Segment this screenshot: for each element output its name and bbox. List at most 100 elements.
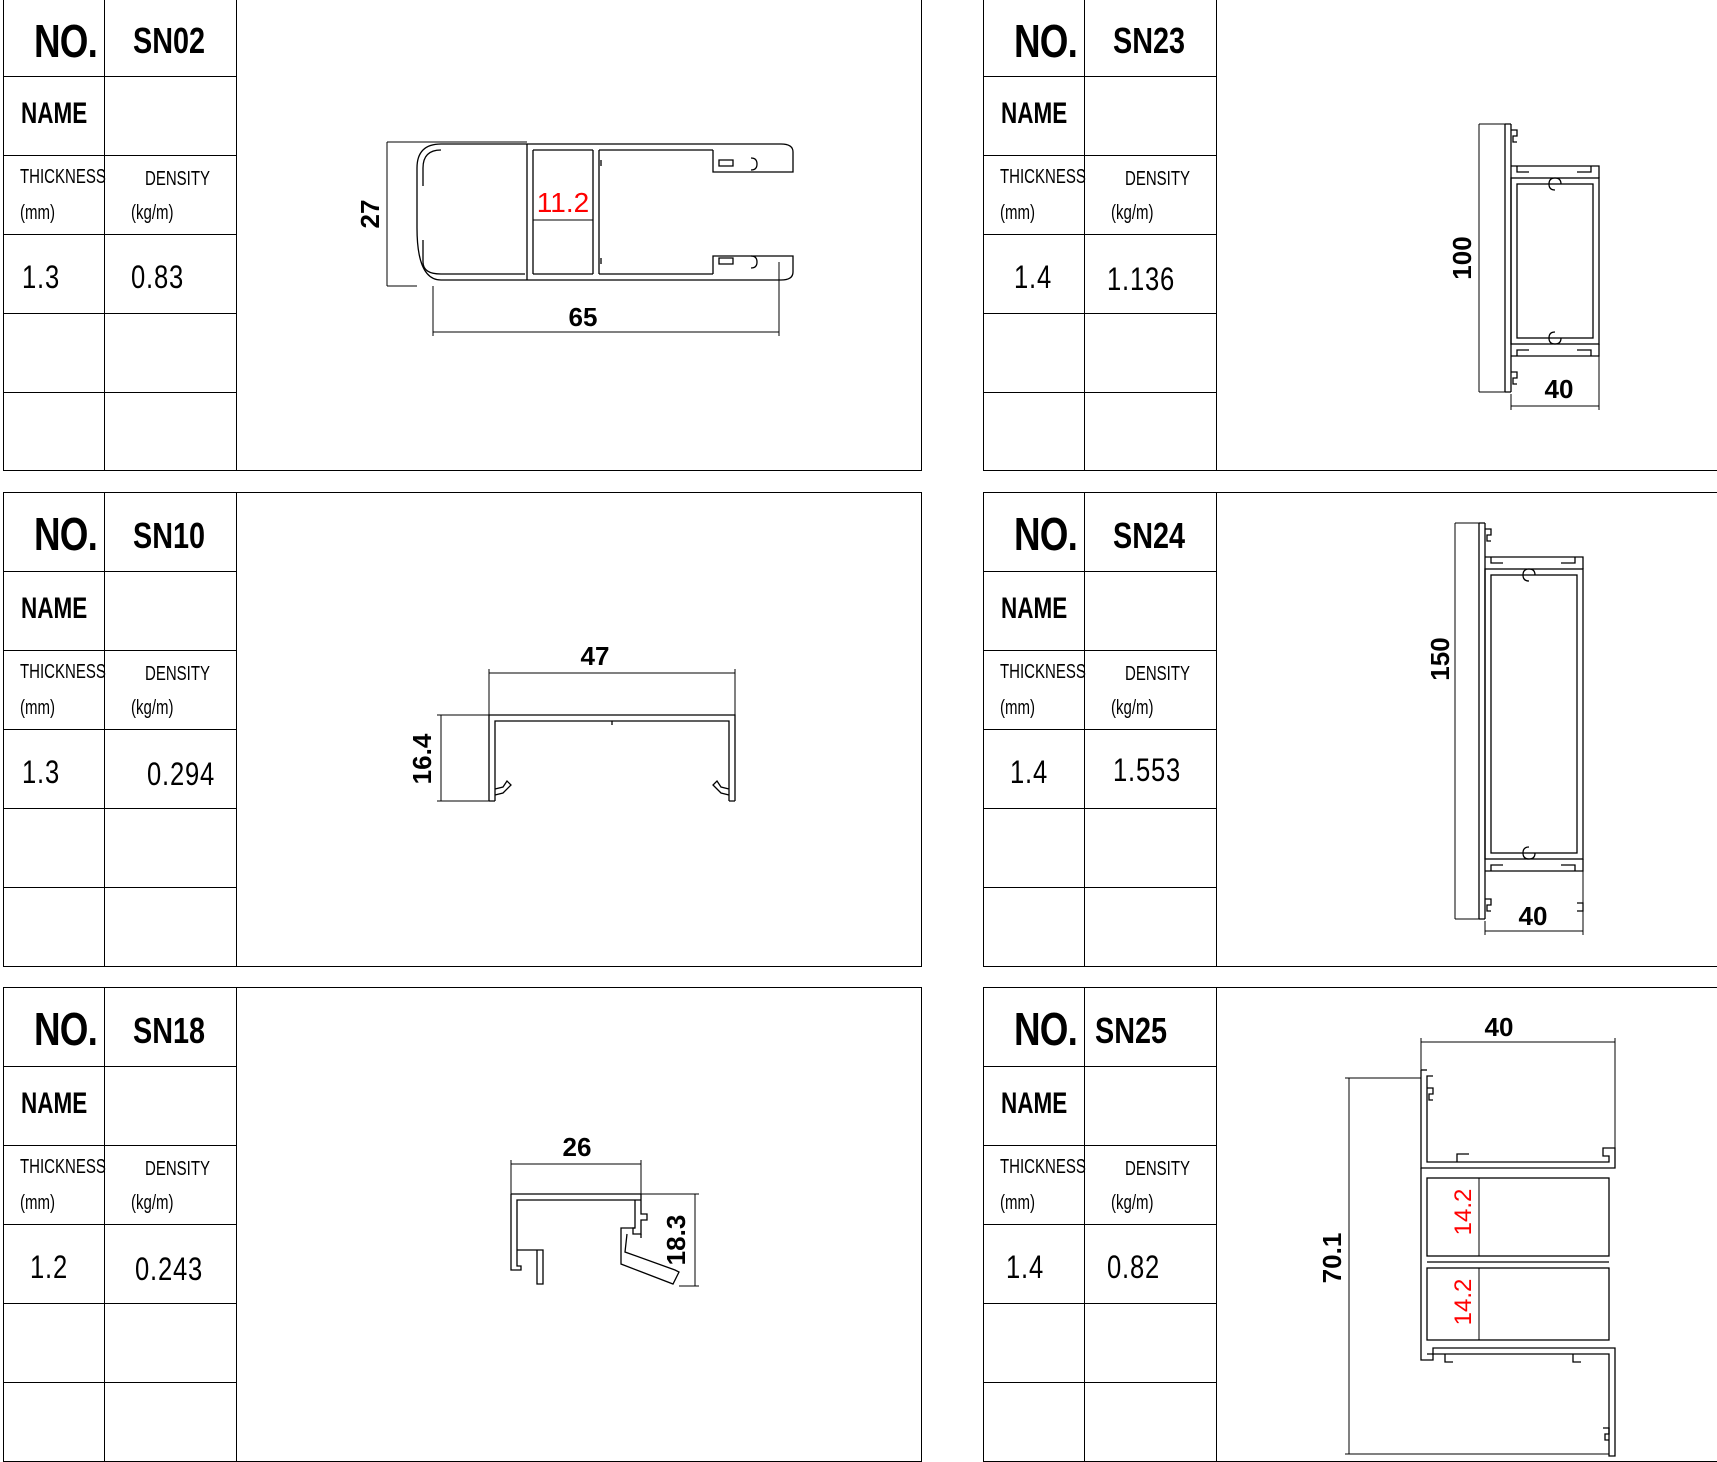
density-value: 0.82: [1107, 1249, 1161, 1285]
profile-drawing: 26 18.3: [237, 988, 921, 1461]
empty-cell: [4, 1304, 105, 1383]
thickness-value: 1.3: [22, 259, 60, 295]
thickness-label: THICKNESS: [1000, 166, 1086, 188]
density-label: DENSITY: [1125, 168, 1191, 190]
name-label-cell: NAME: [4, 572, 105, 651]
thickness-unit: (mm): [20, 1192, 55, 1214]
spec-table: NO. SN10 NAME THICKNESS (mm) DENSITY (kg…: [4, 493, 237, 966]
density-label: DENSITY: [1125, 663, 1191, 685]
sn02-profile-svg: 65 27 11.2: [355, 141, 794, 336]
density-value: 1.136: [1107, 261, 1176, 297]
thickness-label-cell: THICKNESS (mm): [984, 651, 1086, 730]
density-label-cell: DENSITY (kg/m): [105, 156, 237, 235]
thickness-value: 1.4: [1006, 1249, 1044, 1285]
name-label-cell: NAME: [4, 77, 105, 156]
spec-table: NO. SN18 NAME THICKNESS (mm) DENSITY (kg…: [4, 988, 237, 1461]
profile-number: SN18: [133, 1010, 206, 1051]
name-value-cell: [105, 572, 237, 651]
empty-cell: [1085, 393, 1217, 470]
density-unit: (kg/m): [131, 697, 174, 719]
density-label: DENSITY: [145, 168, 211, 190]
thickness-value-cell: 1.2: [4, 1225, 105, 1304]
empty-cell: [984, 393, 1085, 470]
density-label-cell: DENSITY (kg/m): [1085, 651, 1217, 730]
profile-number: SN10: [133, 515, 206, 556]
empty-cell: [4, 314, 105, 393]
empty-cell: [1085, 1304, 1217, 1383]
width-dimension: 40: [1545, 374, 1574, 404]
empty-cell: [105, 314, 237, 393]
thickness-unit: (mm): [20, 202, 55, 224]
thickness-value: 1.4: [1014, 259, 1052, 295]
width-dimension: 26: [563, 1132, 592, 1162]
inner-dimension-upper: 14.2: [1450, 1189, 1477, 1236]
profile-number: SN02: [133, 20, 206, 61]
thickness-label-cell: THICKNESS (mm): [4, 651, 106, 730]
no-value-cell: SN02: [105, 0, 237, 77]
profile-drawing: 40 150: [1217, 493, 1717, 966]
profile-number: SN24: [1113, 515, 1186, 556]
height-dimension: 27: [355, 200, 385, 229]
thickness-unit: (mm): [1000, 202, 1035, 224]
density-value: 0.294: [147, 756, 216, 792]
no-value-cell: SN10: [105, 493, 237, 572]
empty-cell: [1085, 888, 1217, 966]
empty-cell: [4, 809, 105, 888]
thickness-label-cell: THICKNESS (mm): [4, 156, 106, 235]
density-label-cell: DENSITY (kg/m): [105, 1146, 237, 1225]
profile-outline: [488, 714, 736, 801]
density-label-cell: DENSITY (kg/m): [1085, 1146, 1217, 1225]
name-label-cell: NAME: [984, 77, 1085, 156]
profile-number: SN23: [1113, 20, 1186, 61]
thickness-value: 1.2: [30, 1249, 68, 1285]
profile-card-sn25: NO. SN25 NAME THICKNESS (mm) DENSITY (kg…: [983, 987, 1717, 1462]
empty-cell: [984, 314, 1085, 393]
thickness-label: THICKNESS: [20, 1156, 106, 1178]
spec-table: NO. SN24 NAME THICKNESS (mm) DENSITY (kg…: [984, 493, 1217, 966]
no-value-cell: SN23: [1085, 0, 1217, 77]
name-label-cell: NAME: [984, 1067, 1085, 1146]
name-value-cell: [1085, 1067, 1217, 1146]
density-value: 0.243: [135, 1251, 204, 1287]
no-label: NO.: [1014, 15, 1078, 67]
empty-cell: [105, 1383, 237, 1461]
thickness-label: THICKNESS: [20, 166, 106, 188]
empty-cell: [984, 888, 1085, 966]
name-value-cell: [1085, 572, 1217, 651]
name-value-cell: [105, 77, 237, 156]
spec-table: NO. SN23 NAME THICKNESS (mm) DENSITY (kg…: [984, 0, 1217, 470]
width-dimension: 47: [581, 641, 610, 671]
thickness-label: THICKNESS: [1000, 1156, 1086, 1178]
height-dimension: 150: [1425, 637, 1455, 680]
no-label-cell: NO.: [4, 988, 105, 1067]
density-value: 1.553: [1113, 752, 1182, 788]
profile-card-sn18: NO. SN18 NAME THICKNESS (mm) DENSITY (kg…: [3, 987, 922, 1462]
empty-cell: [984, 1383, 1085, 1461]
thickness-unit: (mm): [20, 697, 55, 719]
no-label: NO.: [34, 15, 98, 67]
height-dimension: 100: [1447, 236, 1477, 279]
thickness-label: THICKNESS: [1000, 661, 1086, 683]
name-label: NAME: [1001, 592, 1068, 625]
density-label-cell: DENSITY (kg/m): [1085, 156, 1217, 235]
density-label: DENSITY: [145, 1158, 211, 1180]
density-value-cell: 0.294: [105, 730, 237, 809]
density-label-cell: DENSITY (kg/m): [105, 651, 237, 730]
name-label-cell: NAME: [4, 1067, 105, 1146]
no-label-cell: NO.: [984, 0, 1085, 77]
no-value-cell: SN24: [1085, 493, 1217, 572]
density-value-cell: 0.82: [1085, 1225, 1217, 1304]
thickness-unit: (mm): [1000, 697, 1035, 719]
density-unit: (kg/m): [131, 202, 174, 224]
thickness-unit: (mm): [1000, 1192, 1035, 1214]
empty-cell: [4, 393, 105, 470]
thickness-value-cell: 1.4: [984, 1225, 1085, 1304]
profile-drawing: 47 16.4: [237, 493, 921, 966]
empty-cell: [1085, 314, 1217, 393]
density-value-cell: 1.553: [1085, 730, 1217, 809]
thickness-value: 1.4: [1010, 754, 1048, 790]
empty-cell: [105, 888, 237, 966]
spec-table: NO. SN25 NAME THICKNESS (mm) DENSITY (kg…: [984, 988, 1217, 1461]
profile-card-sn23: NO. SN23 NAME THICKNESS (mm) DENSITY (kg…: [983, 0, 1717, 471]
thickness-value-cell: 1.3: [4, 730, 105, 809]
